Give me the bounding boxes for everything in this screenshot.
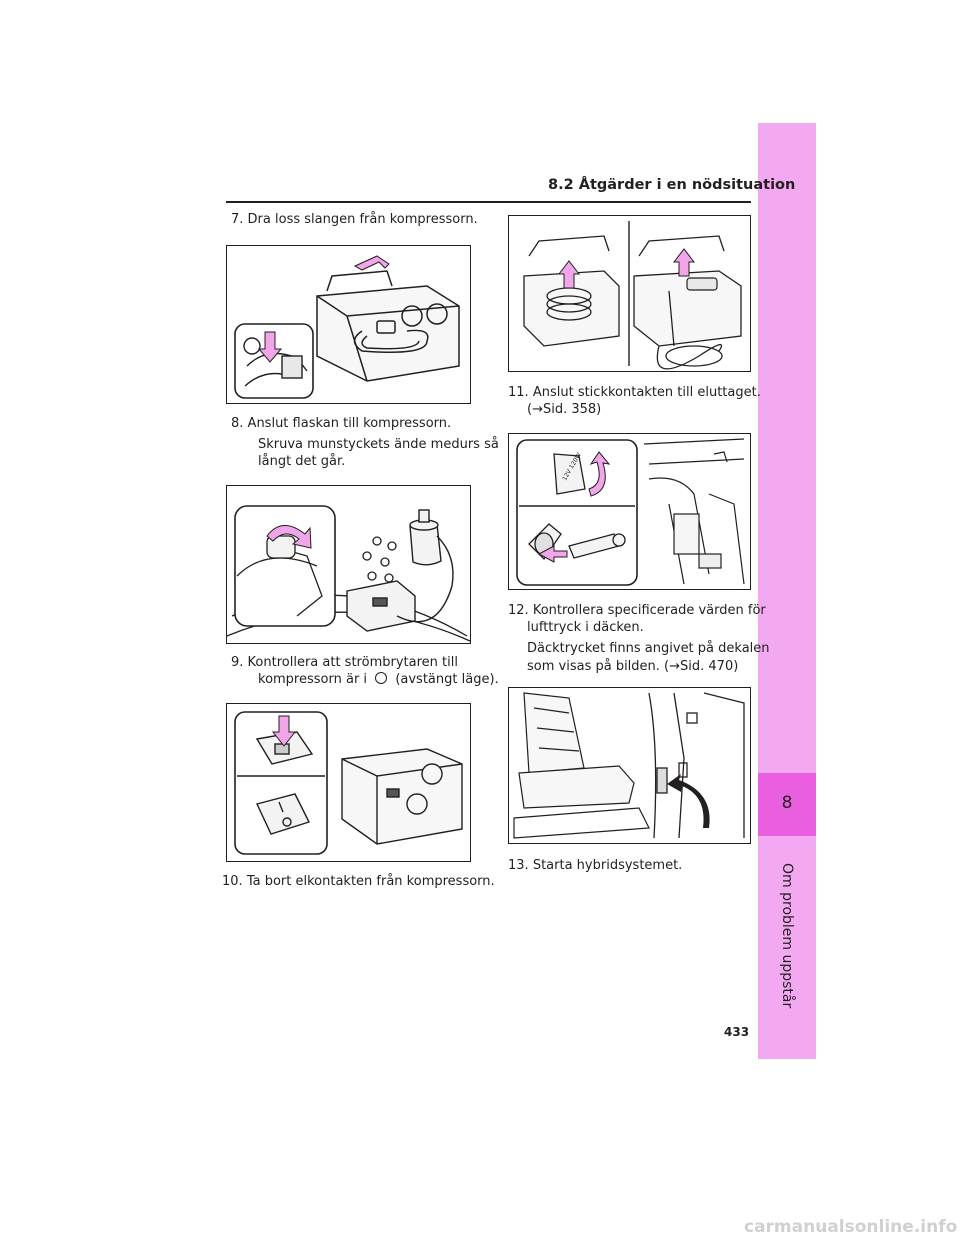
step-text: Kontrollera att strömbrytaren till <box>247 655 458 670</box>
figure-disconnect-hose <box>226 245 471 404</box>
step-11: 11. Anslut stickkontakten till eluttaget… <box>508 383 761 402</box>
watermark: carmanualsonline.info <box>744 1217 958 1237</box>
step-13: 13. Starta hybridsystemet. <box>508 856 682 875</box>
compressor-icon <box>234 255 460 399</box>
hose-icon <box>243 337 308 387</box>
arrow-up-icon <box>672 248 696 277</box>
compressor-icon <box>341 748 463 845</box>
step-8-detail-2: långt det går. <box>258 454 346 469</box>
arrow-down-icon <box>271 715 297 747</box>
step-12-detail-1: Däcktrycket finns angivet på dekalen <box>527 641 770 656</box>
step-9-line-2: kompressorn är i (avstängt läge). <box>258 672 499 687</box>
step-number: 9. <box>231 655 244 670</box>
chapter-number: 8 <box>781 793 793 813</box>
step-text: Ta bort elkontakten från kompressorn. <box>246 874 495 889</box>
figure-switch-off <box>226 703 471 862</box>
chapter-sidebar: 8 Om problem uppstår <box>758 123 816 1059</box>
step-7: 7. Dra loss slangen från kompressorn. <box>231 210 478 229</box>
arrow-icon <box>667 774 710 828</box>
step-12-line-2: lufttryck i däcken. <box>527 620 644 635</box>
page-number: 433 <box>724 1025 750 1039</box>
section-header: 8.2 Åtgärder i en nödsituation <box>548 177 796 193</box>
arrow-icon <box>537 545 568 563</box>
door-pillar-icon <box>648 692 745 839</box>
step-number: 11. <box>508 385 529 400</box>
console-icon <box>643 438 745 585</box>
step-number: 12. <box>508 603 529 618</box>
step-8-detail-1: Skruva munstyckets ände medurs så <box>258 437 499 452</box>
step-text: Anslut flaskan till kompressorn. <box>247 416 452 431</box>
car-seat-icon <box>513 692 650 839</box>
arrow-down-icon <box>257 331 283 363</box>
arrow-icon <box>353 255 390 271</box>
figure-remove-plug <box>508 215 751 372</box>
figure-tire-pressure-label <box>508 687 751 844</box>
step-text: Starta hybridsystemet. <box>532 858 683 873</box>
step-number: 13. <box>508 858 529 873</box>
step-9: 9. Kontrollera att strömbrytaren till <box>231 653 458 672</box>
figure-power-socket: 12V 120W <box>508 433 751 590</box>
step-8: 8. Anslut flaskan till kompressorn. <box>231 414 451 433</box>
rotate-arrow-icon <box>266 525 312 549</box>
switch-icon <box>255 731 314 835</box>
step-number: 10. <box>222 874 243 889</box>
figure-connect-bottle <box>226 485 471 644</box>
step-text: Anslut stickkontakten till eluttaget. <box>532 385 761 400</box>
step-12: 12. Kontrollera specificerade värden för <box>508 601 766 620</box>
step-text: Kontrollera specificerade värden för <box>532 603 766 618</box>
chapter-title: Om problem uppstår <box>779 863 795 1009</box>
step-number: 7. <box>231 212 244 227</box>
off-symbol-icon <box>375 672 388 684</box>
compressor-icon <box>346 580 416 632</box>
chapter-tab-active <box>758 773 816 836</box>
arrow-up-icon <box>557 260 581 289</box>
rotate-arrow-icon <box>588 451 611 497</box>
step-text: Dra loss slangen från kompressorn. <box>247 212 478 227</box>
bottle-icon <box>409 509 442 566</box>
plug-icon <box>686 277 718 291</box>
header-rule <box>226 201 751 203</box>
step-number: 8. <box>231 416 244 431</box>
step-11-ref[interactable]: (→Sid. 358) <box>527 402 602 417</box>
step-12-detail-2: som visas på bilden. (→Sid. 470) <box>527 659 739 674</box>
step-10: 10. Ta bort elkontakten från kompressorn… <box>222 872 495 891</box>
